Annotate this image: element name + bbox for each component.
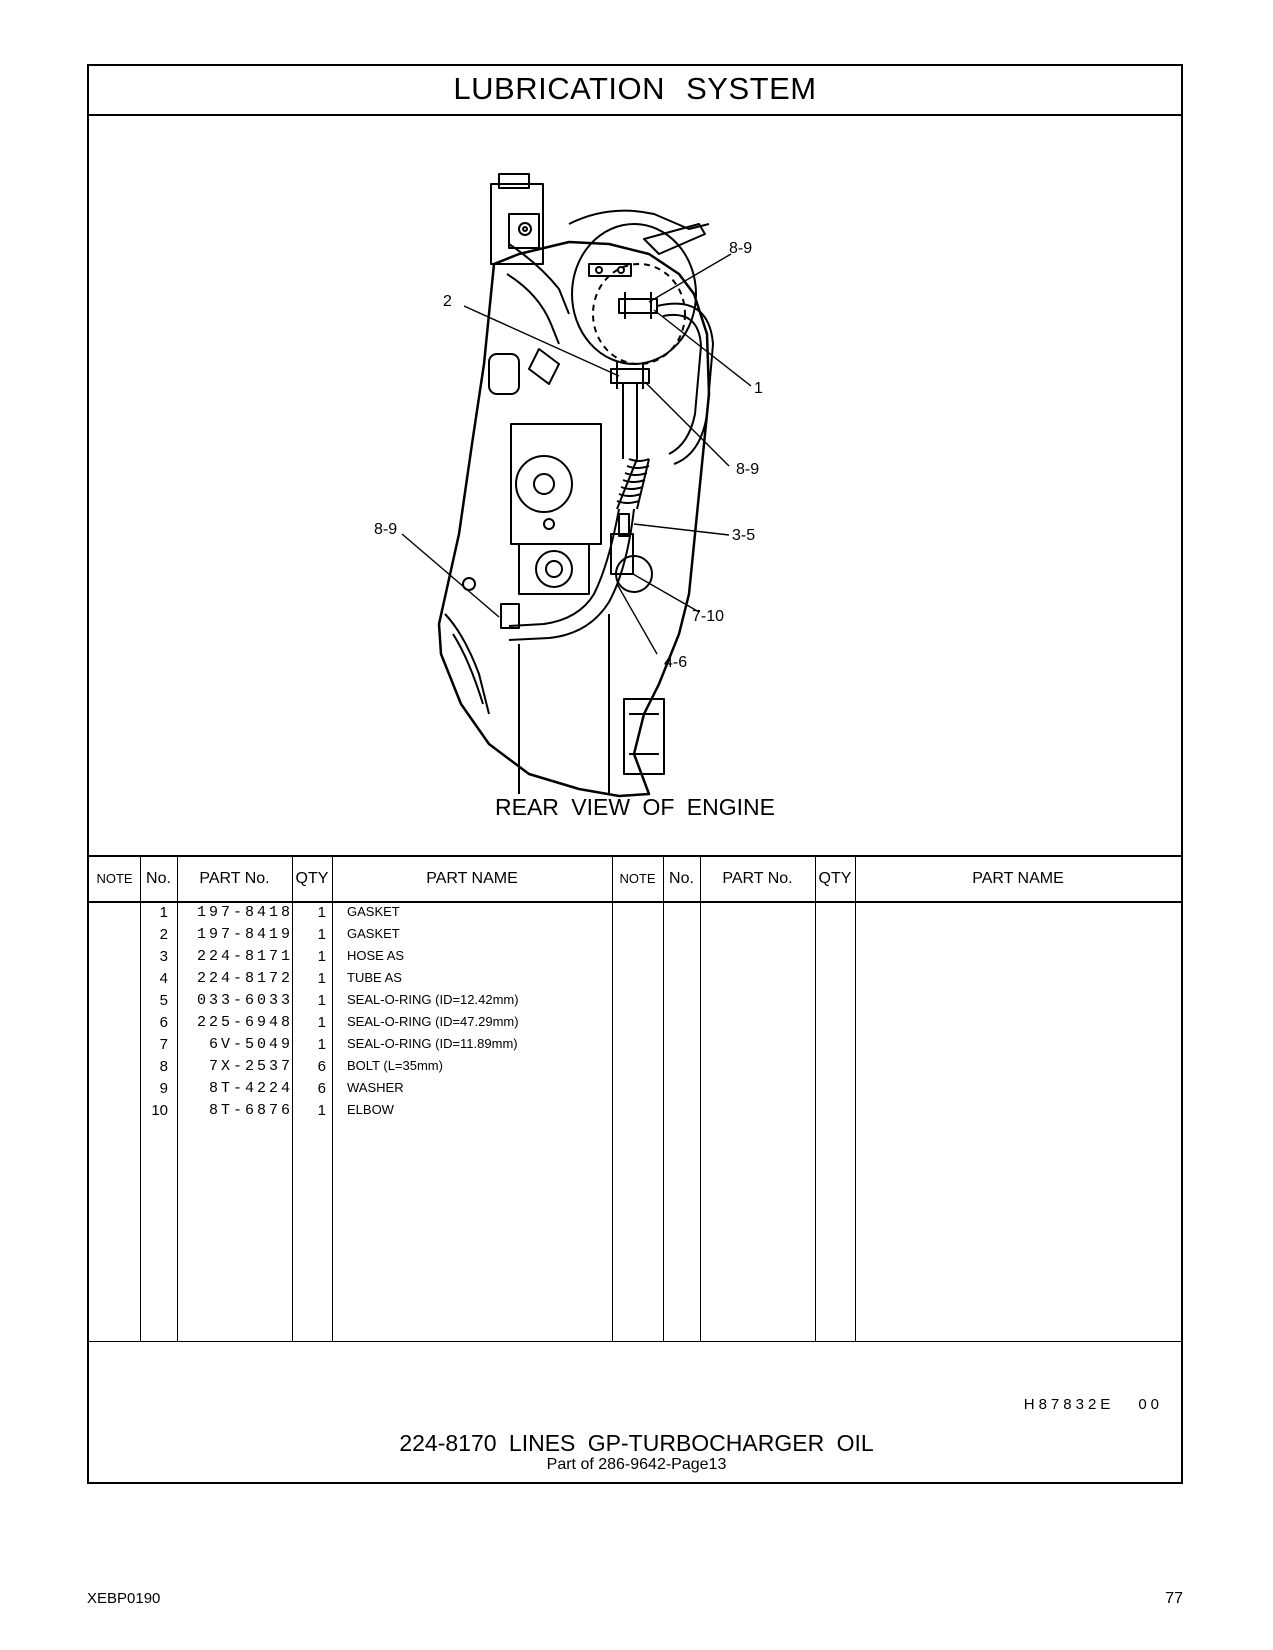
row-qty: 1 (317, 926, 326, 943)
row-no: 9 (159, 1080, 168, 1097)
group-title: 224-8170 LINES GP-TURBOCHARGER OIL (399, 1430, 874, 1456)
callout-label: 7-10 (692, 608, 724, 625)
col-no: No. (146, 870, 171, 887)
column-divider (292, 855, 293, 1341)
column-divider (612, 855, 613, 1341)
catalog-code: H87832E 00 (1024, 1396, 1163, 1413)
catalog-code-rev: 00 (1138, 1396, 1163, 1413)
column-divider (140, 855, 141, 1341)
row-part-no: 197-8419 (196, 926, 293, 943)
catalog-frame: LUBRICATION SYSTEM (87, 64, 1183, 1484)
row-no: 6 (159, 1014, 168, 1031)
col-qty-2: QTY (818, 870, 852, 887)
table-row: 4 224-8172 1 TUBE AS (89, 970, 1181, 993)
row-no: 3 (159, 948, 168, 965)
parts-table-header: NOTE No. PART No. QTY PART NAME NOTE No.… (89, 855, 1181, 903)
table-row: 1 197-8418 1 GASKET (89, 904, 1181, 927)
engine-line-drawing: 8-9 2 1 8-9 8-9 3-5 7-10 4-6 (374, 173, 763, 798)
row-qty: 1 (317, 970, 326, 987)
callout-label: 8-9 (729, 240, 752, 257)
col-part-no: PART No. (199, 870, 270, 887)
col-part-no-2: PART No. (722, 870, 793, 887)
row-part-no: 8T-6876 (208, 1102, 293, 1119)
row-part-name: WASHER (347, 1080, 404, 1095)
row-part-name: SEAL-O-RING (ID=47.29mm) (347, 1014, 519, 1029)
row-qty: 6 (317, 1080, 326, 1097)
catalog-code-number: H87832E (1023, 1396, 1115, 1413)
col-note-2: NOTE (619, 871, 656, 886)
col-part-name-2: PART NAME (972, 870, 1064, 887)
row-part-no: 197-8418 (196, 904, 293, 921)
view-caption: REAR VIEW OF ENGINE (495, 794, 775, 820)
row-qty: 1 (317, 992, 326, 1009)
table-row: 7 6V-5049 1 SEAL-O-RING (ID=11.89mm) (89, 1036, 1181, 1059)
row-part-no: 6V-5049 (208, 1036, 293, 1053)
row-part-no: 225-6948 (196, 1014, 293, 1031)
column-divider (700, 855, 701, 1341)
row-part-name: ELBOW (347, 1102, 394, 1117)
table-row: 6 225-6948 1 SEAL-O-RING (ID=47.29mm) (89, 1014, 1181, 1037)
table-row: 2 197-8419 1 GASKET (89, 926, 1181, 949)
row-no: 4 (159, 970, 168, 987)
row-part-no: 033-6033 (196, 992, 293, 1009)
row-no: 1 (159, 904, 168, 921)
row-no: 2 (159, 926, 168, 943)
row-qty: 1 (317, 1036, 326, 1053)
row-qty: 1 (317, 948, 326, 965)
callout-label: 4-6 (664, 654, 687, 671)
row-part-name: SEAL-O-RING (ID=11.89mm) (347, 1036, 518, 1051)
table-row: 5 033-6033 1 SEAL-O-RING (ID=12.42mm) (89, 992, 1181, 1015)
row-part-name: GASKET (347, 926, 400, 941)
row-part-name: GASKET (347, 904, 400, 919)
row-part-no: 224-8172 (196, 970, 293, 987)
page-number: 77 (1165, 1590, 1183, 1607)
callout-label: 1 (754, 380, 763, 397)
col-note: NOTE (96, 871, 133, 886)
column-divider (815, 855, 816, 1341)
table-row: 3 224-8171 1 HOSE AS (89, 948, 1181, 971)
row-qty: 1 (317, 1014, 326, 1031)
document-id: XEBP0190 (87, 1590, 161, 1607)
row-part-no: 7X-2537 (208, 1058, 293, 1075)
row-part-name: HOSE AS (347, 948, 405, 963)
callout-label: 8-9 (374, 521, 397, 538)
row-qty: 6 (317, 1058, 326, 1075)
section-title: LUBRICATION SYSTEM (89, 66, 1181, 116)
table-row: 8 7X-2537 6 BOLT (L=35mm) (89, 1058, 1181, 1081)
row-part-name: BOLT (L=35mm) (347, 1058, 443, 1073)
row-qty: 1 (317, 904, 326, 921)
column-divider (663, 855, 664, 1341)
col-no-2: No. (669, 870, 694, 887)
row-part-no: 8T-4224 (208, 1080, 293, 1097)
row-qty: 1 (317, 1102, 326, 1119)
col-qty: QTY (295, 870, 329, 887)
callout-label: 3-5 (732, 527, 755, 544)
engine-illustration: 8-9 2 1 8-9 8-9 3-5 7-10 4-6 REAR VIEW O… (89, 114, 1181, 899)
column-divider (855, 855, 856, 1341)
column-divider (177, 855, 178, 1341)
column-divider (332, 855, 333, 1341)
row-no: 5 (159, 992, 168, 1009)
callout-label: 8-9 (736, 461, 759, 478)
col-part-name: PART NAME (426, 870, 518, 887)
row-part-name: SEAL-O-RING (ID=12.42mm) (347, 992, 519, 1007)
row-no: 7 (159, 1036, 168, 1053)
row-part-no: 224-8171 (196, 948, 293, 965)
callout-label: 2 (443, 293, 452, 310)
table-bottom-rule (89, 1341, 1181, 1342)
table-row: 10 8T-6876 1 ELBOW (89, 1102, 1181, 1125)
row-no: 10 (151, 1102, 168, 1119)
row-no: 8 (159, 1058, 168, 1075)
group-subtitle: Part of 286-9642-Page13 (546, 1456, 727, 1473)
table-row: 9 8T-4224 6 WASHER (89, 1080, 1181, 1103)
row-part-name: TUBE AS (347, 970, 402, 985)
